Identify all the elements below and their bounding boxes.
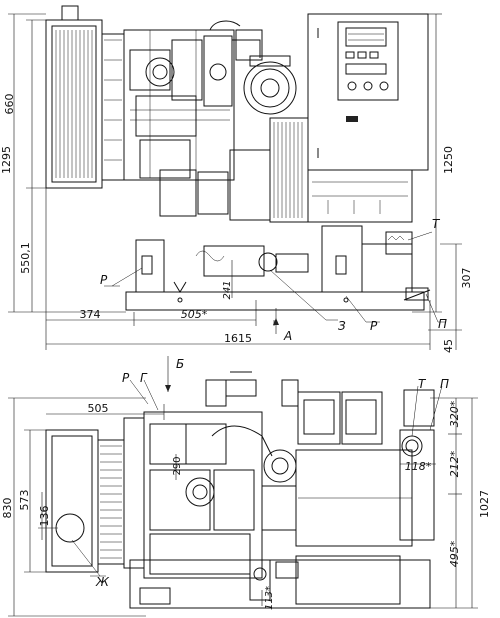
dim-550-1: 550,1	[19, 242, 32, 274]
air-filter	[235, 29, 297, 115]
label-z: З	[338, 319, 346, 333]
dim-1250: 1250	[442, 146, 455, 174]
plan-view-dimensions	[8, 356, 478, 617]
label-t-top: Т	[432, 217, 441, 231]
dim-136: 136	[38, 506, 51, 527]
dim-212-star: 212*	[448, 450, 461, 477]
dim-118-star: 118*	[405, 460, 432, 473]
engine-plan	[143, 371, 299, 579]
dim-830: 830	[1, 498, 14, 519]
label-g: Г	[140, 371, 148, 385]
label-p-left: Р	[100, 273, 108, 287]
label-pi-top: П	[438, 317, 447, 331]
dim-505-star: 505*	[181, 308, 208, 321]
dim-307: 307	[460, 268, 473, 289]
label-b: Б	[176, 357, 184, 371]
side-view-dimensions	[8, 13, 462, 350]
control-panel	[307, 13, 429, 171]
label-a: А	[283, 329, 292, 343]
base-frame	[125, 225, 431, 311]
dim-660: 660	[3, 94, 16, 115]
dim-495-star: 495*	[448, 540, 461, 567]
label-zh: Ж	[95, 575, 110, 589]
alternator-plan	[295, 389, 435, 547]
dim-505: 505	[88, 402, 109, 415]
radiator	[45, 5, 125, 189]
dim-374: 374	[80, 308, 101, 321]
label-r: Р	[122, 371, 130, 385]
side-view-leaders	[104, 231, 446, 323]
engine	[123, 20, 271, 221]
side-view: 660 1295 550,1 1250 307 45 241 374 505* …	[0, 5, 473, 353]
label-p-right: Р	[370, 319, 378, 333]
label-t-bottom: Т	[418, 377, 427, 391]
dim-320-star: 320*	[448, 400, 461, 427]
dim-45: 45	[442, 339, 455, 353]
dim-1027: 1027	[478, 490, 491, 518]
label-pi-bottom: П	[440, 377, 449, 391]
dim-113-star: 113*	[264, 586, 275, 610]
base-plan	[129, 555, 431, 609]
radiator-front	[45, 417, 145, 573]
plan-view-leaders	[71, 379, 443, 577]
dim-241: 241	[222, 280, 233, 299]
plan-view: 505 830 573 136 290 1027 320* 212* 118* …	[1, 356, 491, 617]
dim-573: 573	[18, 490, 31, 511]
dim-1615: 1615	[224, 332, 252, 345]
dim-1295: 1295	[0, 146, 13, 174]
dim-290: 290	[172, 456, 183, 475]
